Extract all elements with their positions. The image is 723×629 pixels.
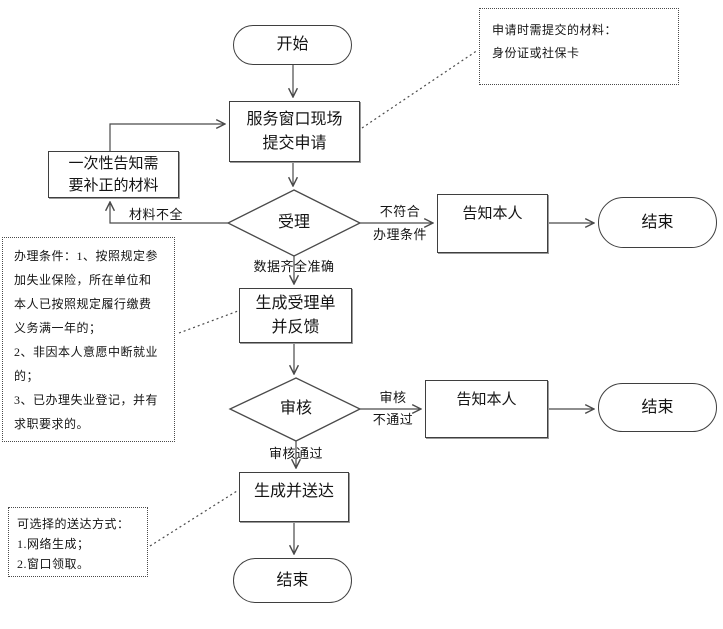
annotation-conditions: 办理条件：1、按照规定参加失业保险，所在单位和本人已按照规定履行缴费义务满一年的…: [2, 237, 175, 442]
notify-person-process-1: 告知本人: [437, 194, 548, 253]
annotation-required-materials: 申请时需提交的材料： 身份证或社保卡: [479, 8, 679, 85]
annotation-line: 可选择的送达方式：: [17, 517, 130, 531]
connector-deliverynote-deliver: [149, 490, 238, 547]
annotation-line: 办理条件：1、按照规定参加失业保险，所在单位和本人已按照规定履行缴费义务满一年的…: [14, 249, 159, 335]
submit-application-process: 服务窗口现场 提交申请: [229, 101, 360, 162]
annotation-line: 3、已办理失业登记，并有求职要求的。: [14, 393, 159, 431]
accept-decision-shape: [226, 189, 362, 257]
notify-person-process-2: 告知本人: [425, 380, 548, 438]
connector-accept-noticecorrect: [110, 202, 228, 224]
edge-label-not-meet-conditions: 不符合 办理条件: [372, 204, 427, 242]
end-terminator-2: 结束: [598, 383, 717, 432]
edge-label-review-pass: 审核通过: [268, 446, 323, 461]
annotation-line: 身份证或社保卡: [492, 46, 580, 60]
connector-submit-materialsnote: [361, 49, 479, 129]
generate-form-process: 生成受理单 并反馈: [239, 288, 352, 343]
generate-deliver-process: 生成并送达: [239, 472, 349, 522]
edge-label-materials-incomplete: 材料不全: [128, 207, 183, 222]
accept-decision-label: 受理: [277, 214, 310, 231]
start-terminator: 开始: [233, 25, 352, 65]
end-terminator-1: 结束: [598, 197, 717, 248]
annotation-line: 1.网络生成；: [17, 537, 90, 551]
annotation-line: 2.窗口领取。: [17, 557, 90, 571]
annotation-line: 申请时需提交的材料：: [492, 23, 618, 37]
annotation-delivery-options: 可选择的送达方式： 1.网络生成； 2.窗口领取。: [8, 507, 148, 577]
notice-correct-materials-process: 一次性告知需 要补正的材料: [48, 151, 179, 198]
review-decision-label: 审核: [279, 400, 312, 417]
annotation-line: 2、非因本人意愿中断就业的；: [14, 345, 159, 383]
connector-noticecorrect-submit: [109, 124, 225, 151]
review-decision-shape: [228, 377, 362, 442]
connector-conditionsnote-form: [178, 310, 239, 334]
edge-label-data-complete: 数据齐全准确: [253, 259, 335, 274]
edge-label-review-fail: 审核 不通过: [372, 390, 414, 427]
end-terminator-3: 结束: [233, 558, 352, 603]
